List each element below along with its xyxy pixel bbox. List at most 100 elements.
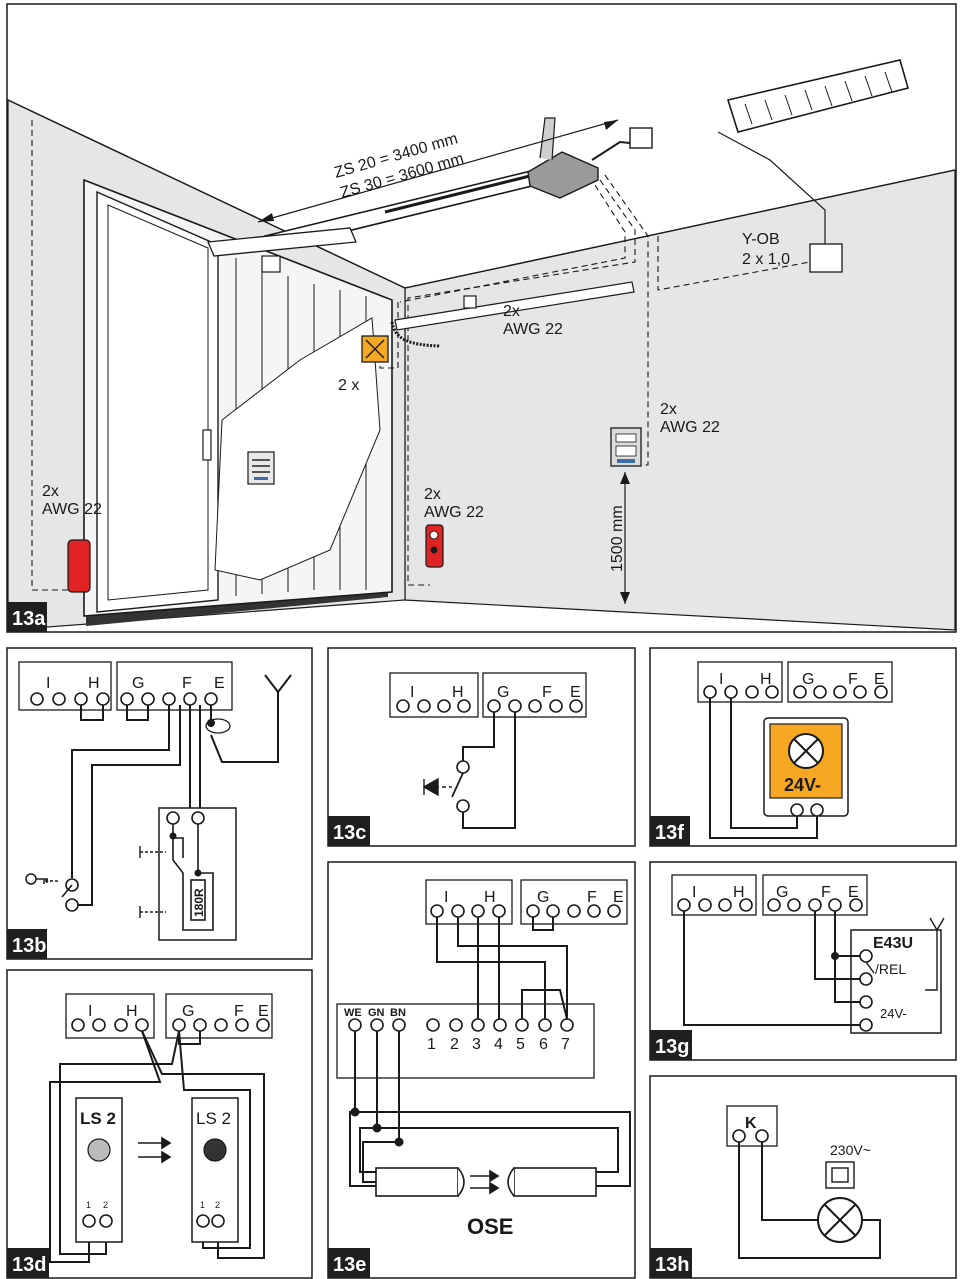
lamp-icon: [788, 733, 824, 769]
svg-text:13c: 13c: [333, 822, 366, 844]
svg-text:G: G: [497, 684, 509, 701]
panel-tag-13b: [7, 929, 47, 959]
svg-text:E: E: [570, 684, 581, 701]
cable-awg-right-spec: AWG 22: [660, 419, 720, 436]
svg-text:13f: 13f: [655, 822, 684, 844]
svg-text:I: I: [88, 1003, 92, 1020]
svg-text:6: 6: [539, 1036, 548, 1053]
ls2-transmitter-lens-icon: [87, 1138, 111, 1162]
svg-text:LS 2: LS 2: [196, 1109, 231, 1128]
panel-tag-13a: [7, 602, 47, 632]
warning-light-icon: [67, 539, 91, 593]
svg-text:F: F: [542, 684, 552, 701]
two-x-label: 2 x: [338, 377, 359, 394]
svg-text:F: F: [821, 884, 831, 901]
panel-tag-13d: [7, 1248, 49, 1278]
svg-text:E43U: E43U: [873, 935, 913, 952]
svg-text:E: E: [874, 671, 885, 688]
svg-text:GN: GN: [368, 1007, 385, 1019]
panel-13a: ZS 20 = 3400 mm ZS 30 = 3600 mm Y-OB 2 x…: [6, 3, 957, 633]
cable-yob-spec: 2 x 1,0: [742, 251, 790, 268]
cable-awg-right-label: 2x: [660, 401, 677, 418]
svg-text:24V-: 24V-: [880, 1006, 907, 1021]
cable-awg-top-spec: AWG 22: [503, 321, 563, 338]
panel-13g: I H G F E E43U /REL 24V- 13g: [649, 861, 957, 1061]
ose-transmitter-icon: [375, 1167, 465, 1197]
svg-text:I: I: [692, 884, 696, 901]
svg-text:G: G: [776, 884, 788, 901]
svg-text:I: I: [719, 671, 723, 688]
cable-awg-mid-label: 2x: [424, 486, 441, 503]
svg-text:13a: 13a: [12, 608, 46, 630]
svg-text:F: F: [848, 671, 858, 688]
svg-text:/REL: /REL: [875, 961, 906, 977]
signal-arrows-icon: [470, 1169, 500, 1195]
svg-text:I: I: [410, 684, 414, 701]
svg-text:E: E: [848, 884, 859, 901]
panel-tag-13h: [650, 1248, 692, 1278]
svg-text:7: 7: [561, 1036, 570, 1053]
svg-text:F: F: [587, 889, 597, 906]
panel-tag-13f: [650, 816, 690, 846]
svg-text:13h: 13h: [655, 1254, 689, 1276]
svg-text:4: 4: [494, 1036, 503, 1053]
svg-text:1: 1: [427, 1036, 436, 1053]
svg-text:H: H: [126, 1003, 138, 1020]
panel-tag-13c: [328, 816, 370, 846]
svg-text:H: H: [760, 671, 772, 688]
svg-text:13g: 13g: [655, 1036, 689, 1058]
ose-label: OSE: [467, 1214, 513, 1239]
cable-awg-mid-spec: AWG 22: [424, 504, 484, 521]
svg-text:2: 2: [103, 1200, 108, 1210]
svg-text:F: F: [182, 675, 192, 692]
ose-receiver-icon: [507, 1167, 597, 1197]
panel-tag-13g: [650, 1030, 692, 1060]
junction-box: [809, 243, 843, 273]
svg-text:H: H: [484, 889, 496, 906]
svg-text:E: E: [258, 1003, 269, 1020]
panel-13e: I H G F E WE GN BN 1 2 3 4 5 6 7: [327, 861, 636, 1279]
resistor-label: 180R: [192, 888, 206, 917]
svg-text:WE: WE: [344, 1007, 362, 1019]
ceiling: [8, 5, 955, 288]
svg-text:BN: BN: [390, 1007, 406, 1019]
panel-13b: I H G F E: [6, 647, 313, 960]
double-insulation-icon: [825, 1161, 855, 1189]
beam-arrows-icon: [138, 1136, 172, 1164]
key-icon: [25, 873, 48, 885]
push-button-icon: [422, 777, 439, 797]
svg-text:1: 1: [200, 1200, 205, 1210]
cable-awg-left-label: 2x: [42, 483, 59, 500]
svg-text:H: H: [452, 684, 464, 701]
panel-13f: I H G F E 24V- 13f: [649, 647, 957, 847]
svg-text:5: 5: [516, 1036, 525, 1053]
cable-awg-top-label: 2x: [503, 303, 520, 320]
motor-unit: [527, 151, 599, 199]
panel-tag-13e: [328, 1248, 370, 1278]
mains-voltage: 230V~: [830, 1142, 871, 1158]
svg-text:F: F: [234, 1003, 244, 1020]
svg-text:H: H: [733, 884, 745, 901]
svg-text:2: 2: [215, 1200, 220, 1210]
ceiling-light-icon: [726, 59, 909, 133]
svg-text:E: E: [214, 675, 225, 692]
height-dimension: 1500 mm: [609, 505, 626, 572]
lamp-voltage: 24V-: [784, 775, 821, 795]
lamp-230v-icon: [817, 1197, 863, 1243]
svg-text:13e: 13e: [333, 1254, 366, 1276]
svg-text:LS 2: LS 2: [80, 1109, 116, 1128]
panel-13d: I H G F E LS 2 LS 2 1 2 1 2 13d: [6, 969, 313, 1279]
svg-text:K: K: [745, 1115, 757, 1132]
svg-text:E: E: [613, 889, 624, 906]
svg-text:2: 2: [450, 1036, 459, 1053]
svg-text:13d: 13d: [12, 1254, 46, 1276]
panel-13h: K 230V~ 13h: [649, 1075, 957, 1279]
svg-text:3: 3: [472, 1036, 481, 1053]
svg-text:H: H: [88, 675, 100, 692]
panel-13c: I H G F E 13c: [327, 647, 636, 847]
svg-text:G: G: [802, 671, 814, 688]
svg-text:G: G: [182, 1003, 194, 1020]
svg-text:G: G: [537, 889, 549, 906]
svg-text:I: I: [444, 889, 448, 906]
